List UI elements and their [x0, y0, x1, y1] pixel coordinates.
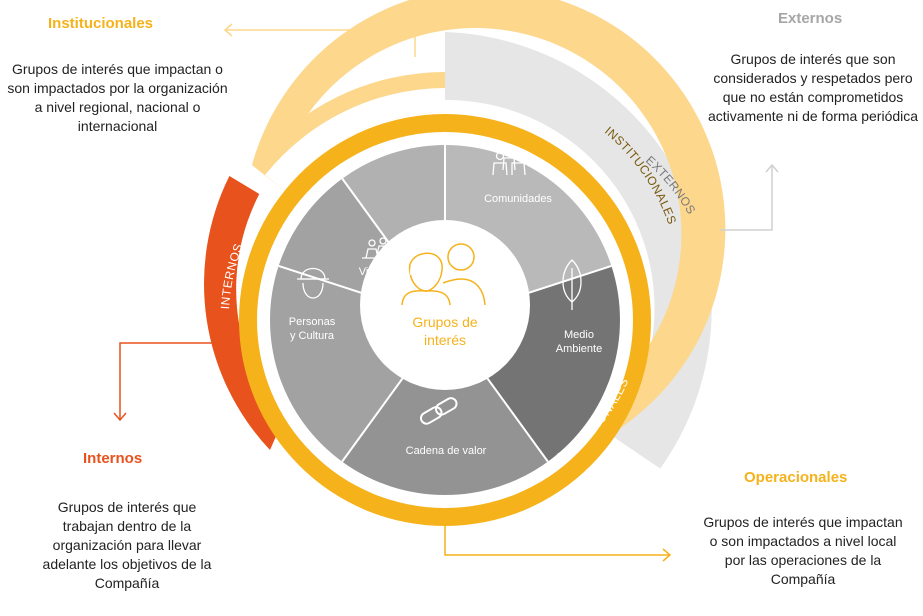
- operacionales-arrow: [662, 548, 672, 562]
- people-group-icon: [362, 237, 404, 259]
- segment-vision-label-1: Visión a largo: [359, 266, 425, 278]
- segment-comunidades-label: Comunidades: [484, 193, 552, 205]
- internos-title: Internos: [83, 450, 143, 467]
- operacionales-connector: [444, 525, 670, 556]
- internos-band: [204, 176, 283, 450]
- externos-band: [445, 32, 712, 469]
- internos-description: Grupos de interés que trabajan dentro de…: [42, 499, 212, 591]
- externos-title: Externos: [778, 10, 843, 27]
- segment-cadena: [342, 320, 548, 496]
- center-circle: [360, 220, 530, 390]
- hard-hat-icon: [297, 267, 329, 299]
- segment-personas-label-1: Personas: [289, 316, 336, 328]
- segment-cadena-label: Cadena de valor: [406, 445, 487, 457]
- operacionales-description: Grupos de interés que impactan o son imp…: [703, 514, 903, 587]
- institucionales-description: Grupos de interés que impactan o son imp…: [7, 61, 228, 134]
- internos-connector: [119, 342, 228, 420]
- externos-connector: [720, 165, 773, 231]
- internos-arrow: [113, 412, 127, 422]
- segment-personas-label-2: y Cultura: [290, 330, 335, 342]
- externos-description: Grupos de interés que son considerados y…: [707, 51, 919, 124]
- community-icon: [492, 147, 526, 176]
- center-label-1: Grupos de: [412, 314, 478, 330]
- segment-medio-label-2: Ambiente: [556, 343, 602, 355]
- institucionales-title: Institucionales: [48, 15, 154, 32]
- chain-link-icon: [419, 397, 458, 425]
- leaf-icon: [562, 259, 582, 310]
- segment-medio-label-1: Medio: [564, 329, 594, 341]
- operacionales-title: Operacionales: [744, 469, 848, 486]
- main-ring-white: [265, 88, 445, 191]
- center-label-2: interés: [424, 332, 466, 348]
- externos-arrow: [765, 163, 779, 173]
- segment-vision-label-2: plazo: [379, 279, 405, 291]
- institucionales-arrow: [223, 23, 233, 37]
- institucionales-connector: [225, 29, 416, 57]
- stakeholders-center-icon: [401, 243, 486, 306]
